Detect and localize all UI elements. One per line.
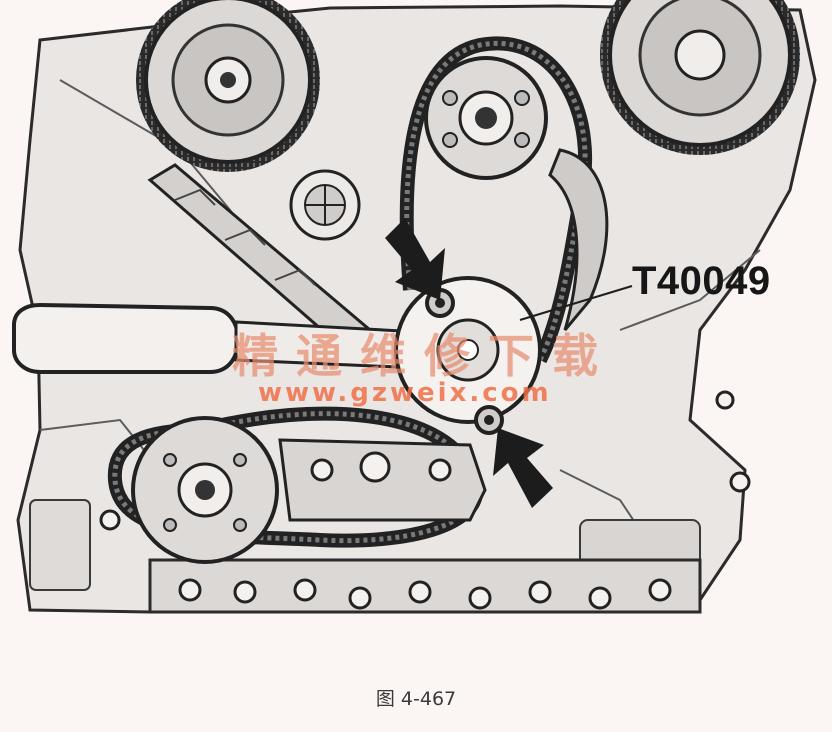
right-camshaft-sprocket xyxy=(600,0,800,155)
figure-caption: 图 4-467 xyxy=(375,688,457,710)
watermark-brand: 精通维修下载 xyxy=(232,329,616,383)
crankshaft-sprocket xyxy=(131,416,279,564)
tool-leader-line xyxy=(519,285,633,321)
special-tool-handle xyxy=(12,302,422,374)
special-tool-head xyxy=(394,276,542,435)
lower-guide-plate xyxy=(278,438,487,522)
mounting-flange xyxy=(99,390,751,614)
camshaft-adjuster-center xyxy=(289,169,361,241)
lower-timing-chain xyxy=(107,406,484,548)
upper-timing-chain xyxy=(399,36,593,364)
engine-timing-diagram xyxy=(12,0,817,614)
upper-pointer-arrow xyxy=(385,218,445,300)
upper-idler-sprocket xyxy=(424,56,548,180)
left-camshaft-sprocket xyxy=(136,0,320,172)
watermark-url: www.gzweix.com xyxy=(258,378,552,408)
chain-tensioner-guide xyxy=(548,148,609,331)
lower-pointer-arrow xyxy=(493,428,553,508)
tool-callout-label: T40049 xyxy=(632,259,771,303)
